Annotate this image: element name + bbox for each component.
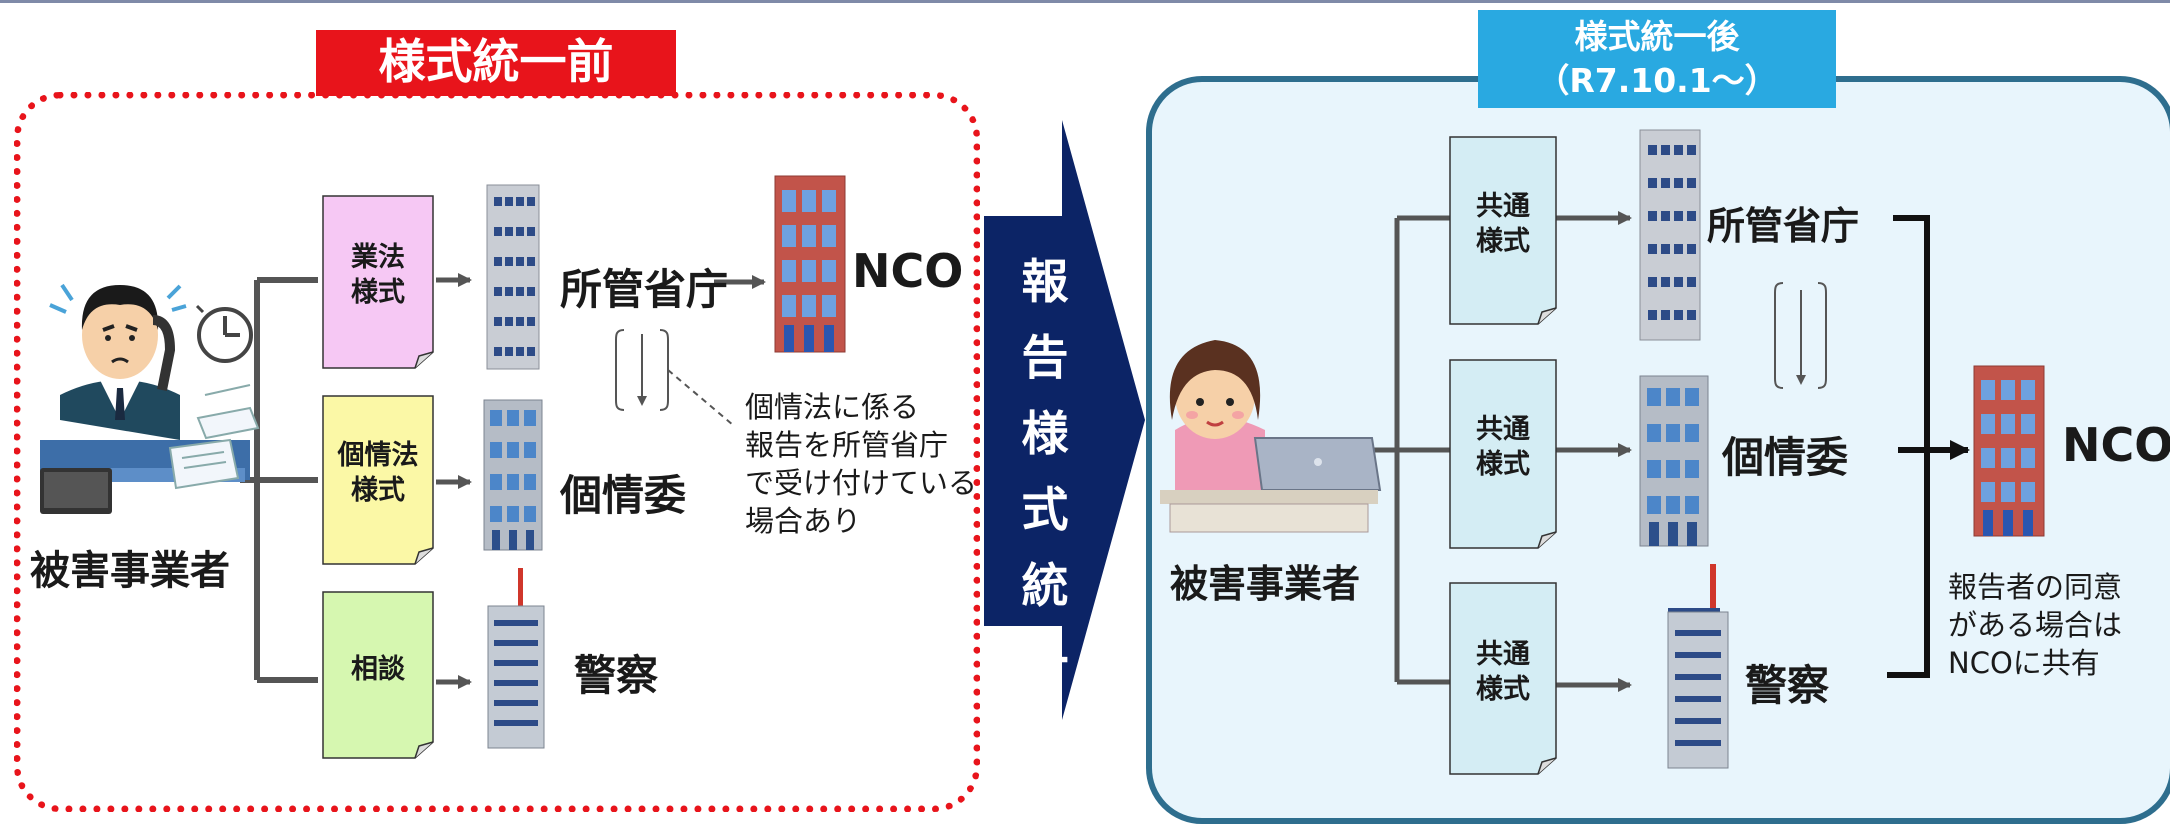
after-note: 報告者の同意 がある場合は NCOに共有 (1948, 568, 2122, 682)
after-title-line1: 様式統一後 (1574, 17, 1740, 56)
note-line: NCOに共有 (1948, 646, 2100, 680)
before-police-label: 警察 (574, 651, 659, 700)
worried-businessman-icon (40, 283, 260, 514)
arrow-char: 報 (1021, 255, 1069, 310)
arrow-char: 一 (1021, 635, 1069, 690)
after-down-arrow (1774, 282, 1827, 389)
after-ppc-label: 個情委 (1722, 433, 1849, 482)
before-ppc-label: 個情委 (560, 471, 687, 520)
arrow-char: 式 (1021, 483, 1069, 538)
arrow-char: 告 (1021, 331, 1069, 386)
after-title: 様式統一後 （R7.10.1〜） (1478, 10, 1836, 108)
ppc-building-icon (1639, 375, 1709, 547)
form-label: 個情法 様式 (337, 440, 419, 506)
nco-bracket (1887, 215, 1970, 678)
before-form-documents (322, 195, 434, 759)
office-building-icon (1639, 129, 1701, 341)
before-form-2: 個情法 様式 (323, 396, 433, 564)
tower-building-icon (1667, 564, 1729, 769)
nco-building-icon (1973, 365, 2045, 537)
note-line: 個情法に係る (745, 390, 920, 424)
before-down-arrow (615, 329, 669, 411)
woman-laptop-icon (1160, 340, 1382, 533)
before-title: 様式統一前 (316, 30, 676, 96)
after-branch-lines (1370, 215, 1450, 685)
form-label: 相談 (351, 654, 405, 685)
after-police-label: 警察 (1745, 661, 1830, 710)
before-branch-lines (240, 277, 318, 683)
form-label: 共通 様式 (1476, 414, 1530, 480)
note-line: がある場合は (1948, 608, 2123, 642)
after-form-1: 共通 様式 (1450, 137, 1556, 324)
before-note: 個情法に係る 報告を所管省庁 で受け付けている 場合あり (745, 388, 977, 540)
form-label: 共通 様式 (1476, 639, 1530, 705)
after-title-line2: （R7.10.1〜） (1536, 61, 1778, 100)
unify-arrow (984, 120, 1145, 720)
tower-building-icon (487, 568, 545, 749)
after-form-documents (1449, 136, 1557, 775)
arrow-char: 様 (1021, 407, 1069, 462)
note-line: で受け付けている (745, 466, 978, 500)
unify-arrow-label: 報 告 様 式 統 一 (990, 245, 1100, 701)
note-line: 報告を所管省庁 (745, 428, 949, 462)
office-building-icon (486, 184, 540, 370)
clock-icon (195, 304, 253, 363)
before-form-1: 業法 様式 (323, 196, 433, 368)
after-actor-label: 被害事業者 (1170, 562, 1361, 606)
after-form-3: 共通 様式 (1450, 583, 1556, 774)
before-nco-label: NCO (852, 244, 964, 298)
after-nco-label: NCO (2062, 418, 2170, 472)
after-ministry-label: 所管省庁 (1707, 204, 1860, 248)
form-label: 共通 様式 (1476, 191, 1530, 257)
top-divider (0, 0, 2170, 3)
ppc-building-icon (483, 399, 543, 551)
before-actor-label: 被害事業者 (30, 548, 230, 594)
before-form-3: 相談 (323, 592, 433, 758)
arrow-char: 統 (1021, 559, 1069, 614)
after-form-2: 共通 様式 (1450, 360, 1556, 548)
note-line: 報告者の同意 (1948, 570, 2123, 604)
form-label: 業法 様式 (351, 242, 405, 308)
note-line: 場合あり (745, 504, 862, 538)
nco-building-icon (774, 175, 846, 353)
before-ministry-label: 所管省庁 (560, 265, 729, 314)
